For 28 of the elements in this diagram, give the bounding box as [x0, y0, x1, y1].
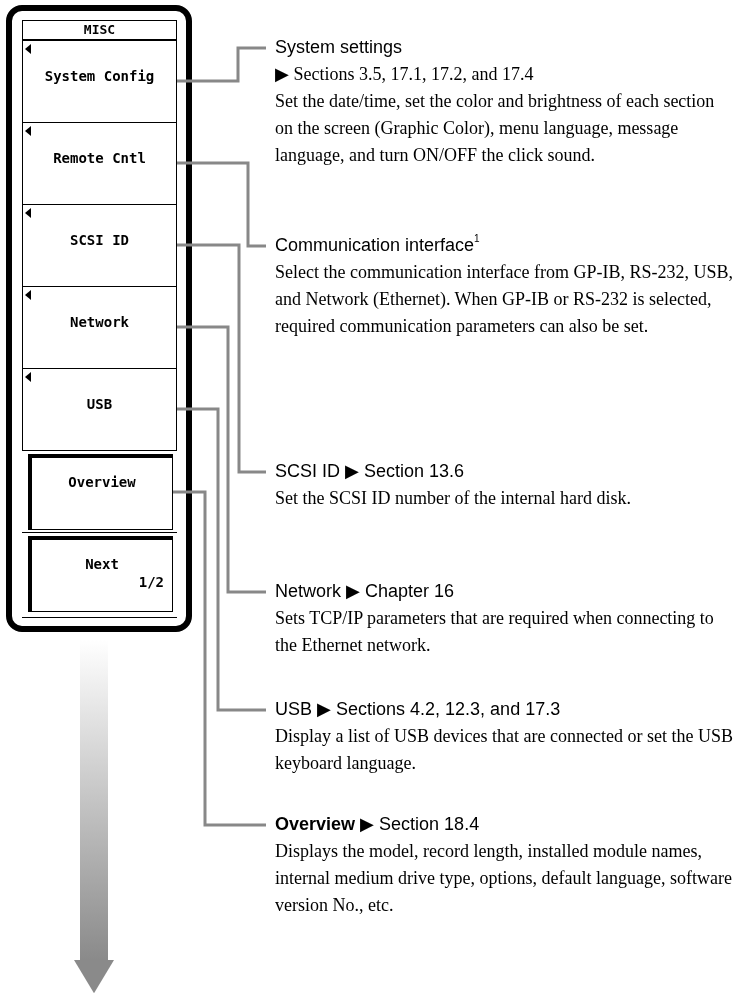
callout-description: Set the SCSI ID number of the internal hard disk. — [275, 487, 632, 510]
soft-key: USB — [22, 368, 177, 450]
callout-description: Displays the model, record length, installed module names, internal medium drive type, options, default language, software version No., etc. — [275, 840, 733, 917]
soft-key: Overview — [28, 454, 173, 530]
soft-key: System Config — [22, 40, 177, 122]
soft-key: SCSI ID — [22, 204, 177, 286]
callout-heading: SCSI ID ▶ Section 13.6 — [275, 460, 466, 483]
leader-line — [177, 46, 266, 83]
callout-heading: System settings — [275, 36, 404, 59]
menu-title: MISC — [22, 20, 177, 40]
callout-description: Display a list of USB devices that are connected or set the USB keyboard language. — [275, 725, 734, 775]
callout-description: ▶ Sections 3.5, 17.1, 17.2, and 17.4 — [275, 63, 535, 86]
callout-heading: Overview ▶ Section 18.4 — [275, 813, 481, 836]
callout-description: Set the date/time, set the color and brightness of each section on the screen (Graphic Color), menu language, message language, and turn ON/OFF the click sound. — [275, 90, 716, 167]
menu-panel — [6, 5, 192, 632]
leader-line — [177, 407, 266, 712]
leader-line — [177, 325, 266, 594]
soft-key: Network — [22, 286, 177, 368]
leader-line — [177, 243, 266, 474]
leader-line — [173, 490, 266, 827]
callout-heading: Communication interface$^{1}$ — [275, 232, 481, 257]
callout-description: Sets TCP/IP parameters that are required when connecting to the Ethernet network. — [275, 607, 715, 657]
callout-heading: USB ▶ Sections 4.2, 12.3, and 17.3 — [275, 698, 562, 721]
leader-line — [177, 161, 266, 248]
soft-key: Remote Cntl — [22, 122, 177, 204]
soft-key: Next 1/2 — [28, 536, 173, 612]
callout-description: Select the communication interface from GP-IB, RS-232, USB, and Network (Ethernet). When GP-IB or RS-232 is selected, required communication parameters can also be set. — [275, 261, 734, 338]
callout-heading: Network ▶ Chapter 16 — [275, 580, 456, 603]
